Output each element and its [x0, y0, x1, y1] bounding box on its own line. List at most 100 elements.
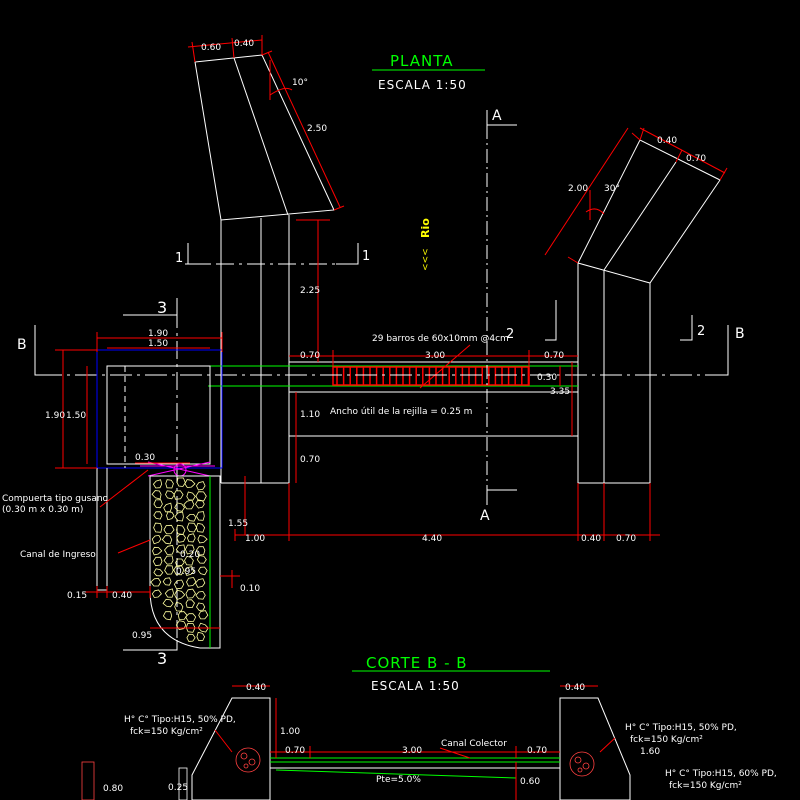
- gate-label-2: (0.30 m x 0.30 m): [2, 505, 83, 515]
- intake-channel-label: Canal de Ingreso: [20, 550, 96, 560]
- dim-2.00: 2.00: [568, 184, 588, 194]
- rock-stone: [153, 568, 164, 577]
- grate-leader: [419, 344, 471, 389]
- rock-stone: [185, 588, 196, 599]
- rock-stone: [195, 590, 206, 600]
- cut-dim-1.60: 1.60: [640, 747, 660, 757]
- dim-0.20: 0.20: [180, 550, 200, 560]
- rock-stone: [183, 499, 195, 510]
- dim-2.25: 2.25: [300, 286, 320, 296]
- rock-stone: [186, 577, 197, 587]
- rock-stone: [174, 601, 184, 612]
- cut-dim-0.60: 0.60: [520, 777, 540, 787]
- rock-stone: [184, 566, 195, 576]
- dimension-lines: [55, 35, 728, 629]
- rock-stone: [186, 491, 196, 501]
- river-label: Rio: [419, 218, 432, 238]
- rock-stone: [177, 611, 188, 620]
- section-b-b-outline: [191, 697, 631, 800]
- rock-stone: [162, 598, 174, 608]
- dim-0.30-right: 0.30: [537, 373, 557, 383]
- rock-stone: [164, 565, 174, 575]
- section-b-right: B: [735, 326, 745, 342]
- rock-stone: [153, 522, 163, 533]
- dim-0.70-bottom-right: 0.70: [616, 534, 636, 544]
- rock-stone: [174, 502, 185, 512]
- channel-green: [208, 365, 578, 387]
- rock-stone: [162, 611, 173, 621]
- concrete-note-right-1: H° C° Tipo:H15, 50% PD,: [625, 723, 737, 733]
- rock-stone: [197, 566, 208, 576]
- section-1-right: 1: [362, 249, 370, 264]
- rock-stone: [176, 533, 186, 543]
- dim-1.50-top: 1.50: [148, 339, 168, 349]
- rock-stone: [163, 502, 173, 513]
- dim-4.40: 4.40: [422, 534, 442, 544]
- slope-label: Pte=5.0%: [376, 775, 421, 785]
- concrete-note-left-1: H° C° Tipo:H15, 50% PD,: [124, 715, 236, 725]
- dim-0.15: 0.15: [67, 591, 87, 601]
- rock-stone: [198, 610, 209, 620]
- rock-stone: [186, 514, 197, 522]
- rock-stone: [186, 533, 196, 543]
- river-arrows: <<<: [421, 248, 431, 271]
- dim-0.70-b: 0.70: [544, 351, 564, 361]
- dim-10deg: 10°: [292, 78, 308, 88]
- rock-stone: [196, 555, 207, 564]
- rock-stone: [151, 534, 162, 545]
- dim-3.35: 3.35: [550, 387, 570, 397]
- rock-stone: [174, 589, 186, 600]
- section-3-bottom: 3: [157, 649, 167, 668]
- rock-stone: [150, 577, 162, 587]
- section-3-top: 3: [157, 298, 167, 317]
- dim-30deg: 30°: [604, 184, 620, 194]
- rock-stone: [162, 577, 172, 586]
- channel-lines: [289, 361, 578, 437]
- dim-1.50-left: 1.50: [66, 411, 86, 421]
- dim-0.60: 0.60: [201, 43, 221, 53]
- rock-stone: [152, 479, 163, 489]
- cut-dim-0.70-right: 0.70: [527, 746, 547, 756]
- section-1-left: 1: [175, 251, 183, 266]
- grate-bars-label: 29 barros de 60x10mm @4cm: [372, 334, 509, 344]
- dim-0.70-right: 0.70: [686, 154, 706, 164]
- section-a-bottom: A: [480, 508, 490, 524]
- dim-0.95-bottom: 0.95: [132, 631, 152, 641]
- section-b-b-rock-left: [235, 747, 261, 773]
- rock-stone: [173, 490, 184, 500]
- cut-dim-0.80: 0.80: [103, 784, 123, 794]
- dim-1.55: 1.55: [228, 519, 248, 529]
- rock-fill: [150, 477, 209, 642]
- rock-stone: [186, 633, 196, 642]
- concrete-note-left-2: fck=150 Kg/cm²: [130, 727, 203, 737]
- dim-3.00: 3.00: [425, 351, 445, 361]
- corte-title: CORTE B - B: [366, 654, 468, 672]
- dim-0.40-bottom-left: 0.40: [112, 591, 132, 601]
- section-b-b-dims: [214, 685, 616, 800]
- rock-stone: [195, 578, 206, 588]
- grate-width-label: Ancho útil de la rejilla = 0.25 m: [330, 407, 472, 417]
- rock-stone: [163, 555, 174, 565]
- rock-stone: [184, 479, 196, 488]
- rock-stone: [152, 556, 163, 567]
- rock-stone: [195, 499, 205, 509]
- rock-stone: [165, 490, 175, 500]
- rock-stone: [173, 579, 185, 590]
- rock-stone: [166, 511, 175, 521]
- rock-stone: [153, 511, 163, 520]
- rock-stone: [151, 589, 162, 598]
- dim-0.70-c: 0.70: [300, 455, 320, 465]
- rock-stone: [161, 535, 173, 545]
- dim-1.90-left: 1.90: [45, 411, 65, 421]
- section-2-right: 2: [697, 324, 705, 339]
- section-b-left: B: [17, 337, 27, 353]
- concrete-note-right2-2: fck=150 Kg/cm²: [669, 781, 742, 791]
- rock-stone: [196, 631, 206, 641]
- intake-box: [96, 349, 223, 591]
- planta-scale: ESCALA 1:50: [378, 78, 467, 92]
- concrete-note-right2-1: H° C° Tipo:H15, 60% PD,: [665, 769, 777, 779]
- rock-stone: [164, 588, 174, 598]
- cut-dim-3.00: 3.00: [402, 746, 422, 756]
- rock-stone: [175, 620, 187, 630]
